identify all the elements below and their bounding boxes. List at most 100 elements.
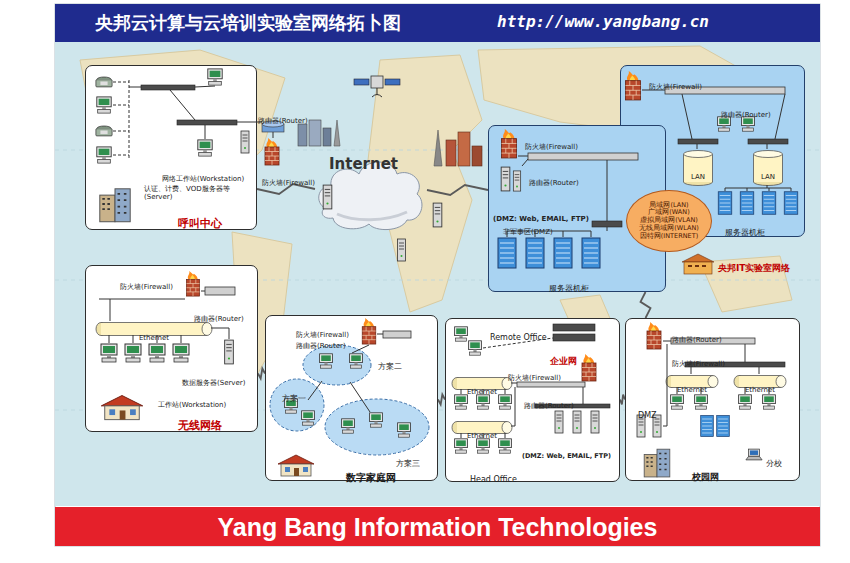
device-icons [682, 254, 714, 262]
device-icons [688, 265, 706, 267]
hcyl-shape [671, 376, 713, 388]
device-icons [303, 345, 371, 385]
device-label: 路由器(Router) [296, 342, 346, 350]
device-icons [695, 395, 708, 409]
device-label: 央邦IT实验室网络 [718, 263, 791, 274]
device-icons [323, 128, 331, 146]
device-icons [553, 324, 595, 331]
device-icons [298, 124, 307, 146]
device-label: Remote Office [490, 333, 547, 343]
device-icons [187, 271, 200, 296]
device-label: 路由器(Router) [672, 336, 722, 344]
device-icons [455, 327, 468, 341]
world-map-background [55, 4, 820, 546]
device-icons [582, 238, 600, 268]
device-label: 服务器机柜 [725, 228, 765, 238]
hcyl-shape [457, 422, 507, 434]
device-label: (DMZ: Web, EMAIL, FTP) [493, 215, 589, 223]
ethernet-cylinder: Ethernet [452, 377, 512, 390]
device-icons [526, 238, 544, 268]
device-label: 数据服务器(Server) [182, 379, 245, 387]
device-icons [96, 77, 112, 87]
device-icons [718, 192, 732, 215]
device-icons [320, 354, 333, 368]
device-icons [665, 87, 785, 94]
protocol-ellipse: 局域网(LAN) 广域网(WAN) 虚拟局域网(VLAN) 无线局域网(WLAN… [626, 190, 712, 252]
device-icons [354, 79, 369, 85]
cloud-shape [337, 212, 407, 220]
device-icons [528, 153, 638, 160]
vcyl-shape [754, 151, 783, 158]
hcyl-shape [739, 376, 781, 388]
device-label: 防火墙(Firewall) [262, 179, 315, 187]
device-icons [398, 239, 406, 261]
device-icons [501, 167, 510, 191]
hcyl-shape [101, 323, 207, 336]
device-icons [385, 79, 400, 85]
device-icons [742, 117, 755, 131]
device-label: 认证、计费、VOD服务器等(Server) [144, 185, 254, 202]
device-icons [434, 130, 442, 166]
device-label: Ethernet [467, 388, 497, 396]
ethernet-cylinder: Ethernet [452, 421, 512, 434]
network-panel: 防火墙(Firewall)路由器(Router)数据服务器(Server)工作站… [85, 265, 258, 432]
device-icons [205, 287, 235, 295]
device-label: 服务器机柜 [549, 284, 589, 294]
device-icons [717, 416, 730, 437]
lan-cylinder: LAN [683, 150, 713, 186]
device-icons [100, 189, 130, 222]
device-icons [469, 341, 482, 355]
device-icons [653, 415, 661, 437]
device-label: LAN [691, 173, 705, 181]
device-icons [309, 120, 321, 146]
device-label: 局域网(LAN) 广域网(WAN) 虚拟局域网(VLAN) 无线局域网(WLAN… [638, 202, 700, 241]
device-icons [555, 411, 563, 433]
panel-caption: 呼叫中心 [178, 217, 222, 230]
device-icons [96, 126, 112, 136]
hcyl-shape [457, 422, 507, 434]
internet-cloud: Internet [315, 148, 427, 232]
device-icons [458, 132, 470, 166]
device-icons [208, 69, 222, 85]
device-label: 网络工作站(Workstation) [162, 175, 244, 183]
device-label: 工作站(Workstation) [158, 401, 226, 409]
lightning-link [427, 185, 488, 195]
device-icons [433, 203, 442, 227]
lan-cylinder: LAN [753, 150, 783, 186]
device-icons [762, 192, 776, 215]
device-label: (DMZ: Web, EMAIL, FTP) [522, 453, 611, 461]
network-panel: 网络工作站(Workstation) 认证、计费、VOD服务器等(Server) 呼… [85, 65, 257, 230]
hcyl-shape [457, 378, 507, 390]
device-icons [308, 334, 383, 412]
device-label: 分校 [766, 459, 782, 469]
network-panel: 防火墙(Firewall)路由器(Router)方案二方案一方案三数字家庭网 [265, 315, 438, 481]
device-icons [265, 138, 279, 165]
panel-caption: 企业网 [550, 356, 577, 367]
device-icons [483, 338, 553, 348]
device-icons [262, 124, 284, 132]
hcyl-shape [101, 323, 207, 336]
device-icons [573, 411, 581, 433]
device-icons [97, 147, 111, 163]
device-label: Ethernet [467, 432, 497, 440]
hcyl-shape [502, 378, 512, 390]
device-icons [507, 156, 607, 237]
device-icons [101, 344, 117, 362]
device-icons [323, 185, 332, 209]
vcyl-shape [684, 154, 713, 182]
device-icons [125, 344, 141, 362]
device-icons [477, 439, 490, 453]
panel-caption: 数字家庭网 [346, 472, 396, 484]
device-label: 防火墙(Firewall) [649, 83, 702, 91]
device-icons [273, 132, 274, 138]
device-label: DMZ [638, 411, 657, 421]
network-panel: 路由器(Router)防火墙(Firewall)DMZ校园网分校Ethernet… [625, 318, 800, 481]
device-icons [302, 411, 315, 425]
ethernet-cylinder: Ethernet [666, 375, 718, 388]
diagram-title: 央邦云计算与云培训实验室网络拓卜图 [95, 12, 401, 34]
hcyl-shape [666, 375, 718, 388]
device-icons [225, 340, 234, 364]
vcyl-shape [754, 154, 783, 182]
device-label: 路由器(Router) [721, 111, 771, 119]
